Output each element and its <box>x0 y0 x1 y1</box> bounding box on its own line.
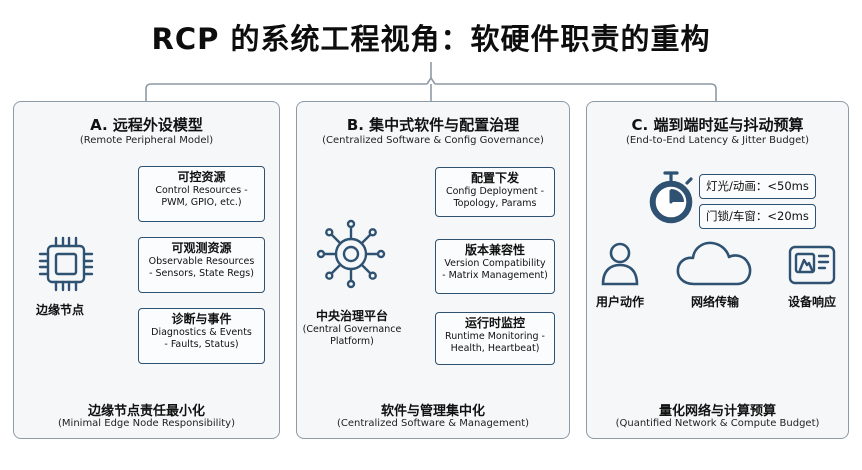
box-desc-line1: Diagnostics & Events <box>151 327 252 338</box>
box-title: 运行时监控 <box>464 316 525 330</box>
runtime-monitoring-box: 运行时监控 Runtime Monitoring - Health, Heart… <box>435 312 555 365</box>
diagnostics-events-box: 诊断与事件 Diagnostics & Events - Faults, Sta… <box>138 308 265 364</box>
panel-remote-peripheral-model: A. 远程外设模型 (Remote Peripheral Model) 边缘节点… <box>13 101 280 439</box>
budget-lighting-tag: 灯光/动画：<50ms <box>699 174 816 199</box>
panel-conclusion-sub: (Minimal Edge Node Responsibility) <box>58 418 235 429</box>
box-title: 配置下发 <box>470 171 519 185</box>
hub-network-icon <box>316 219 386 289</box>
panel-conclusion: 量化网络与计算预算 <box>658 404 776 419</box>
cloud-icon <box>676 241 752 286</box>
central-platform-sub2: Platform) <box>330 336 374 347</box>
panel-title: A. 远程外设模型 <box>90 116 203 134</box>
user-icon <box>601 242 639 286</box>
observable-resources-box: 可观测资源 Observable Resources - Sensors, St… <box>138 237 265 293</box>
panel-conclusion-sub: (Quantified Network & Compute Budget) <box>615 418 820 429</box>
panel-title: B. 集中式软件与配置治理 <box>346 116 520 134</box>
box-desc-line2: - Matrix Management) <box>442 270 548 281</box>
budget-lock-window-tag: 门锁/车窗：<20ms <box>699 204 816 229</box>
box-desc-line1: Observable Resources <box>148 256 255 267</box>
box-title: 可观测资源 <box>171 241 232 255</box>
box-desc-line2: Topology, Params <box>453 198 537 209</box>
control-resources-box: 可控资源 Control Resources - PWM, GPIO, etc.… <box>138 166 265 222</box>
flow-network-label: 网络传输 <box>690 295 739 309</box>
box-desc-line2: - Faults, Status) <box>164 339 239 350</box>
flow-user-action-label: 用户动作 <box>595 295 644 309</box>
box-desc-line1: Control Resources - <box>155 185 248 196</box>
edge-node-label: 边缘节点 <box>35 303 84 317</box>
panel-title: C. 端到端时延与抖动预算 <box>631 116 804 134</box>
panel-subtitle: (End-to-End Latency & Jitter Budget) <box>625 135 810 146</box>
central-platform-label: 中央治理平台 <box>315 309 388 323</box>
version-compatibility-box: 版本兼容性 Version Compatibility - Matrix Man… <box>435 239 555 294</box>
panel-conclusion: 软件与管理集中化 <box>380 404 485 419</box>
stopwatch-icon <box>649 171 693 224</box>
flow-device-response-label: 设备响应 <box>787 295 836 309</box>
panel-subtitle: (Centralized Software & Config Governanc… <box>322 135 544 146</box>
box-desc-line2: PWM, GPIO, etc.) <box>161 197 242 208</box>
box-desc-line1: Runtime Monitoring - <box>445 331 545 342</box>
panel-subtitle: (Remote Peripheral Model) <box>79 135 214 146</box>
box-desc-line1: Config Deployment - <box>445 186 545 197</box>
box-title: 诊断与事件 <box>171 312 232 326</box>
box-desc-line2: - Sensors, State Regs) <box>149 268 254 279</box>
device-icon <box>788 245 836 285</box>
box-title: 版本兼容性 <box>464 243 525 257</box>
box-title: 可控资源 <box>177 170 226 184</box>
panel-conclusion-sub: (Centralized Software & Management) <box>336 418 530 429</box>
panel-conclusion: 边缘节点责任最小化 <box>87 404 205 419</box>
panel-latency-jitter-budget: C. 端到端时延与抖动预算 (End-to-End Latency & Jitt… <box>586 101 849 439</box>
central-platform-sub1: (Central Governance <box>302 324 402 335</box>
config-deployment-box: 配置下发 Config Deployment - Topology, Param… <box>435 167 555 217</box>
page-title: RCP 的系统工程视角：软硬件职责的重构 <box>151 22 711 56</box>
chip-icon <box>38 236 94 292</box>
box-desc-line2: Health, Heartbeat) <box>450 343 540 354</box>
box-desc-line1: Version Compatibility <box>444 258 546 269</box>
panel-centralized-governance: B. 集中式软件与配置治理 (Centralized Software & Co… <box>296 101 570 439</box>
